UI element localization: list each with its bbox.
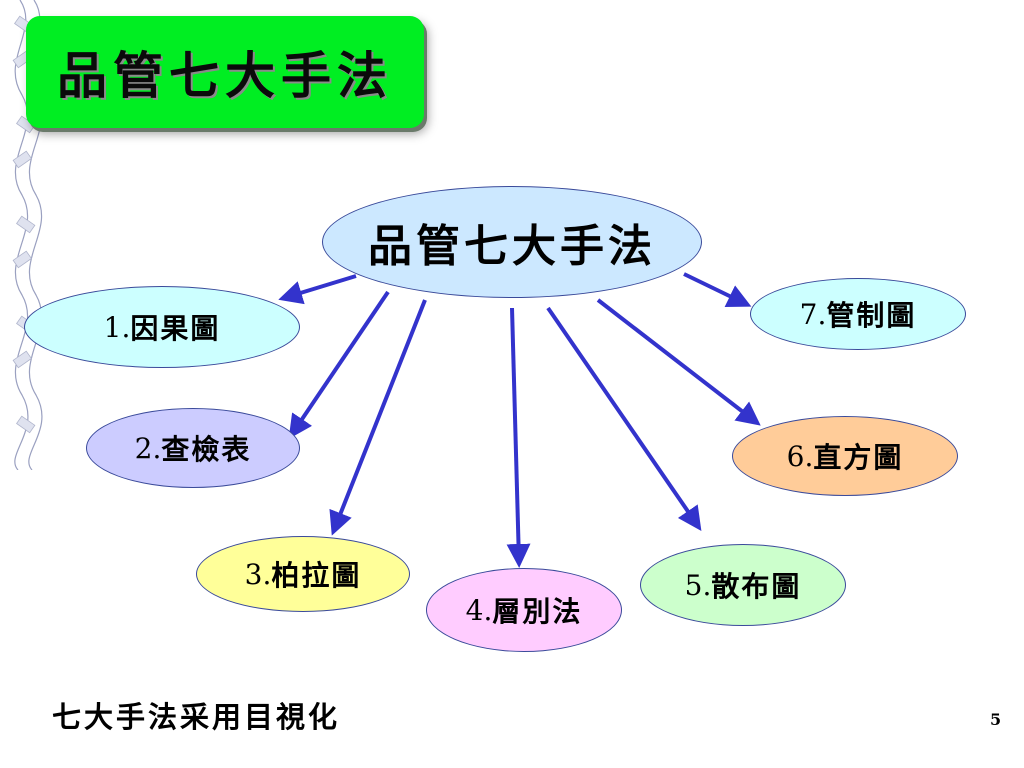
footer-caption: 七大手法采用目視化 bbox=[52, 700, 341, 734]
node-label: 管制圖 bbox=[826, 299, 917, 332]
node-number: 4. bbox=[465, 593, 493, 627]
node-label: 層別法 bbox=[492, 595, 583, 628]
page-number: 5 bbox=[990, 710, 1002, 729]
node-scatter: 5.散布圖 bbox=[640, 544, 846, 626]
node-label: 散布圖 bbox=[711, 570, 802, 603]
node-cause-effect: 1.因果圖 bbox=[24, 286, 300, 368]
arrow-to-node-7 bbox=[683, 272, 752, 307]
center-node: 品管七大手法 bbox=[322, 186, 702, 298]
arrow-to-node-5 bbox=[546, 306, 702, 531]
slide-title: 品管七大手法 bbox=[57, 46, 393, 105]
node-label: 查檢表 bbox=[161, 433, 252, 466]
node-stratification: 4.層別法 bbox=[426, 568, 622, 652]
node-pareto: 3.柏拉圖 bbox=[196, 536, 410, 612]
node-control-chart: 7.管制圖 bbox=[750, 278, 966, 350]
arrow-to-node-6 bbox=[596, 298, 761, 426]
node-number: 5. bbox=[684, 568, 712, 602]
node-number: 7. bbox=[799, 297, 827, 331]
arrow-to-node-4 bbox=[506, 307, 531, 568]
node-label: 直方圖 bbox=[813, 441, 904, 474]
node-number: 1. bbox=[103, 310, 131, 344]
node-label: 因果圖 bbox=[130, 312, 221, 345]
node-histogram: 6.直方圖 bbox=[732, 416, 958, 496]
node-number: 3. bbox=[244, 557, 272, 591]
node-check-sheet: 2.查檢表 bbox=[86, 408, 300, 488]
center-node-label: 品管七大手法 bbox=[368, 221, 656, 272]
node-number: 6. bbox=[786, 439, 814, 473]
arrow-to-node-2 bbox=[288, 290, 390, 439]
arrow-to-node-1 bbox=[278, 274, 357, 305]
arrow-to-node-3 bbox=[329, 299, 427, 536]
node-number: 2. bbox=[134, 431, 162, 465]
slide-title-box: 品管七大手法 bbox=[26, 16, 424, 128]
node-label: 柏拉圖 bbox=[271, 559, 362, 592]
